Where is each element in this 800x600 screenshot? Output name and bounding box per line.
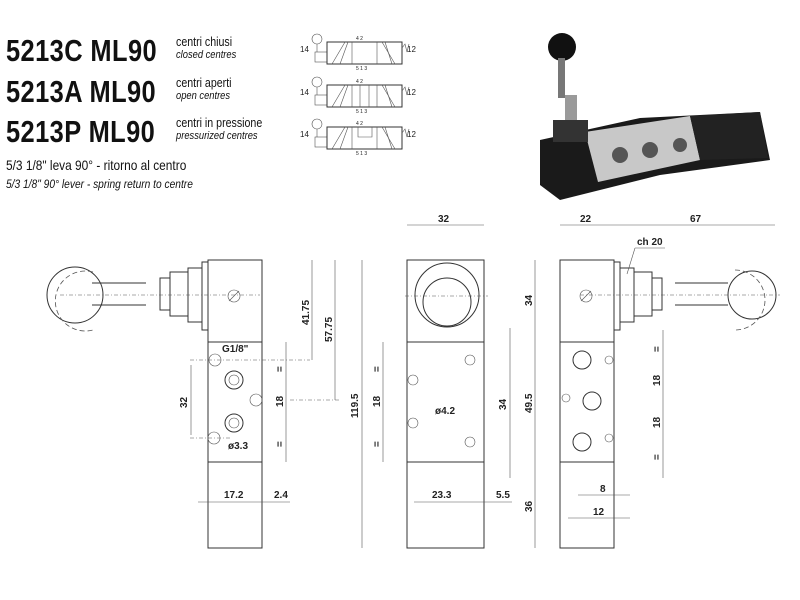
desc-it: centri aperti <box>176 76 232 90</box>
desc-en: pressurized centres <box>176 130 258 142</box>
dim-eq: = <box>372 366 383 372</box>
dim-18-mid: 18 <box>372 395 383 407</box>
dim-17-2: 17.2 <box>224 490 244 501</box>
port-12: 12 <box>407 130 416 139</box>
subtitle-it: 5/3 1/8" leva 90° - ritorno al centro <box>6 157 187 173</box>
dim-d42: ø4.2 <box>435 406 455 417</box>
desc-it: centri chiusi <box>176 35 233 49</box>
dim-23-3: 23.3 <box>432 490 452 501</box>
subtitle-en: 5/3 1/8" 90° lever - spring return to ce… <box>6 177 193 191</box>
dim-8: 8 <box>600 484 606 495</box>
dim-d33: ø3.3 <box>228 441 248 452</box>
ports-bottom: 5 1 3 <box>356 151 367 157</box>
dim-18-right-top: 18 <box>652 374 663 386</box>
ports-top: 4 2 <box>356 121 363 127</box>
dim-67: 67 <box>690 214 702 225</box>
dim-22: 22 <box>580 214 592 225</box>
model-code: 5213P ML90 <box>6 114 156 149</box>
valve-symbol-pressure: 14 12 4 2 5 1 3 <box>300 118 416 157</box>
front-view: 32 119.5 18 = = 34 34 49.5 36 ø4.2 23.3 … <box>350 214 536 549</box>
dim-eq: = <box>275 366 286 372</box>
port-12: 12 <box>407 88 416 97</box>
desc-en: open centres <box>176 90 231 102</box>
dim-34-mid: 34 <box>498 398 509 410</box>
dim-eq: = <box>372 441 383 447</box>
port-12: 12 <box>407 45 416 54</box>
valve-symbols: 14 12 4 2 5 1 3 14 12 4 2 5 1 3 <box>300 33 416 157</box>
dim-57-75: 57.75 <box>324 317 335 342</box>
dim-41-75: 41.75 <box>301 300 312 325</box>
dim-32-top: 32 <box>438 214 450 225</box>
ports-top: 4 2 <box>356 79 363 85</box>
desc-en: closed centres <box>176 49 237 61</box>
port-14: 14 <box>300 45 309 54</box>
port-14: 14 <box>300 130 309 139</box>
valve-symbol-open: 14 12 4 2 5 1 3 <box>300 76 416 115</box>
left-view: 32 G1/8" ø3.3 = 18 = 41.75 57.75 17.2 2.… <box>46 259 340 549</box>
port-14: 14 <box>300 88 309 97</box>
ports-bottom: 5 1 3 <box>356 66 367 72</box>
dim-eq: = <box>652 454 663 460</box>
dim-18-right-bottom: 18 <box>652 416 663 428</box>
dim-g18: G1/8" <box>222 344 249 355</box>
dim-ch20: ch 20 <box>637 237 663 248</box>
model-code: 5213C ML90 <box>6 33 158 68</box>
dim-12: 12 <box>593 507 605 518</box>
dim-5-5: 5.5 <box>496 490 510 501</box>
model-code: 5213A ML90 <box>6 74 157 109</box>
dim-32-left: 32 <box>179 396 190 408</box>
dim-eq: = <box>275 441 286 447</box>
dim-49-5: 49.5 <box>524 393 535 413</box>
valve-symbol-closed: 14 12 4 2 5 1 3 <box>300 33 416 72</box>
product-photo <box>540 33 770 200</box>
side-view: 22 67 ch 20 18 18 = = 8 12 <box>559 214 780 549</box>
dim-eq: = <box>652 346 663 352</box>
ports-top: 4 2 <box>356 36 363 42</box>
ports-bottom: 5 1 3 <box>356 109 367 115</box>
dim-18-left: 18 <box>275 395 286 407</box>
dim-2-4: 2.4 <box>274 490 288 501</box>
desc-it: centri in pressione <box>176 116 263 130</box>
dim-34-top: 34 <box>524 294 535 306</box>
dim-119-5: 119.5 <box>350 393 361 418</box>
dim-36: 36 <box>524 500 535 512</box>
